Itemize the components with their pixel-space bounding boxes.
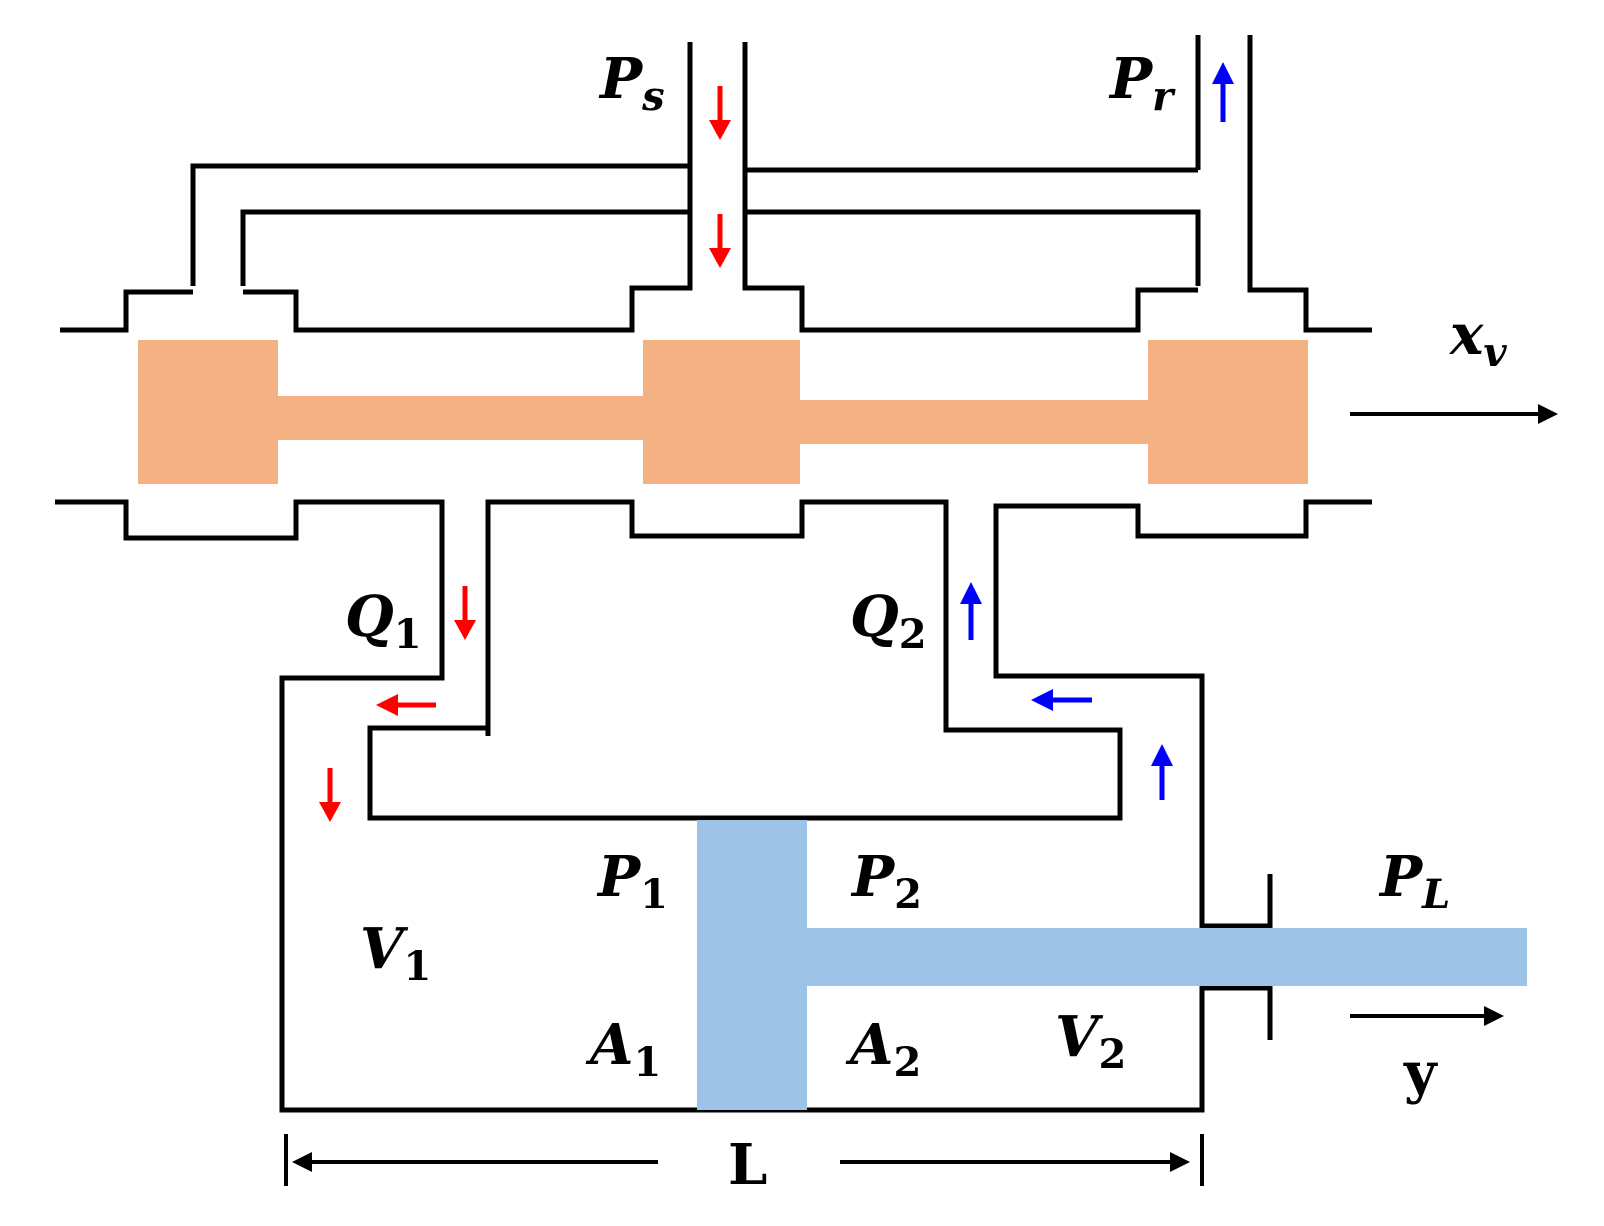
return-flow-arrows xyxy=(960,62,1234,800)
arrow-up-icon xyxy=(1212,62,1234,122)
bore-top-middle-left xyxy=(243,280,693,333)
bore-top-left xyxy=(60,289,193,333)
spool-displacement-arrow xyxy=(1350,404,1558,424)
label-volume-1: V1 xyxy=(360,916,431,990)
arrow-down-icon xyxy=(709,86,731,140)
spool xyxy=(138,340,1308,484)
label-cylinder-length: L xyxy=(728,1132,767,1198)
label-area-2: A2 xyxy=(845,1012,921,1086)
spool-rod-right xyxy=(800,400,1148,444)
bore-top-right xyxy=(1247,280,1372,333)
label-load-pressure: PL xyxy=(1378,844,1450,918)
arrow-left-icon xyxy=(1031,689,1092,711)
label-return-pressure: Pr xyxy=(1108,46,1176,120)
piston xyxy=(697,820,1527,1110)
spool-rod-left xyxy=(278,396,643,440)
arrow-up-icon xyxy=(960,582,982,640)
arrow-left-icon xyxy=(376,694,436,716)
bore-top-middle-right xyxy=(742,280,1198,333)
label-spool-displacement: xv xyxy=(1449,302,1507,376)
label-piston-displacement: y xyxy=(1403,1040,1438,1106)
bore-bottom-inner-channel xyxy=(367,499,1123,821)
label-pressure-2: P2 xyxy=(850,844,922,918)
piston-head xyxy=(697,820,807,1110)
manifold-right-inner xyxy=(745,209,1201,286)
arrow-up-icon xyxy=(1151,744,1173,800)
piston-rod xyxy=(807,928,1527,986)
supply-flow-arrows xyxy=(319,86,731,822)
label-flow-2: Q2 xyxy=(850,584,927,658)
gland-top xyxy=(1202,874,1273,929)
label-volume-2: V2 xyxy=(1055,1004,1126,1078)
label-area-1: A1 xyxy=(585,1012,661,1086)
length-dimension xyxy=(284,1134,1204,1186)
arrow-down-icon xyxy=(454,586,476,640)
arrow-down-icon xyxy=(319,768,341,822)
spool-land-right xyxy=(1148,340,1308,484)
piston-displacement-arrow xyxy=(1350,1006,1504,1026)
label-pressure-1: P1 xyxy=(596,844,668,918)
manifold-left-inner xyxy=(240,209,690,286)
arrow-down-icon xyxy=(709,214,731,268)
label-flow-1: Q1 xyxy=(345,584,422,658)
spool-land-left xyxy=(138,340,278,484)
manifold-left-outer xyxy=(190,163,690,286)
spool-land-middle xyxy=(643,340,800,484)
gland-bottom xyxy=(1202,985,1273,1040)
label-supply-pressure: Ps xyxy=(598,46,665,120)
